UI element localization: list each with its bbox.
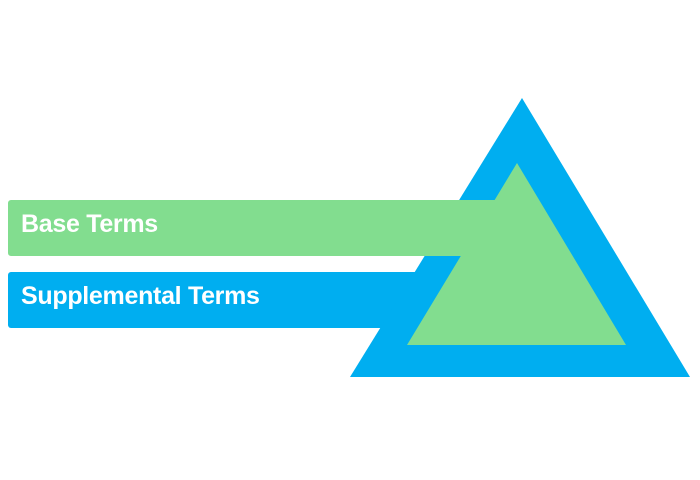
base-terms-bar: Base Terms [8,200,508,256]
supplemental-terms-label: Supplemental Terms [21,281,260,310]
base-terms-label: Base Terms [21,209,158,238]
pyramid-inner-triangle [407,163,626,345]
supplemental-terms-bar: Supplemental Terms [8,272,458,328]
